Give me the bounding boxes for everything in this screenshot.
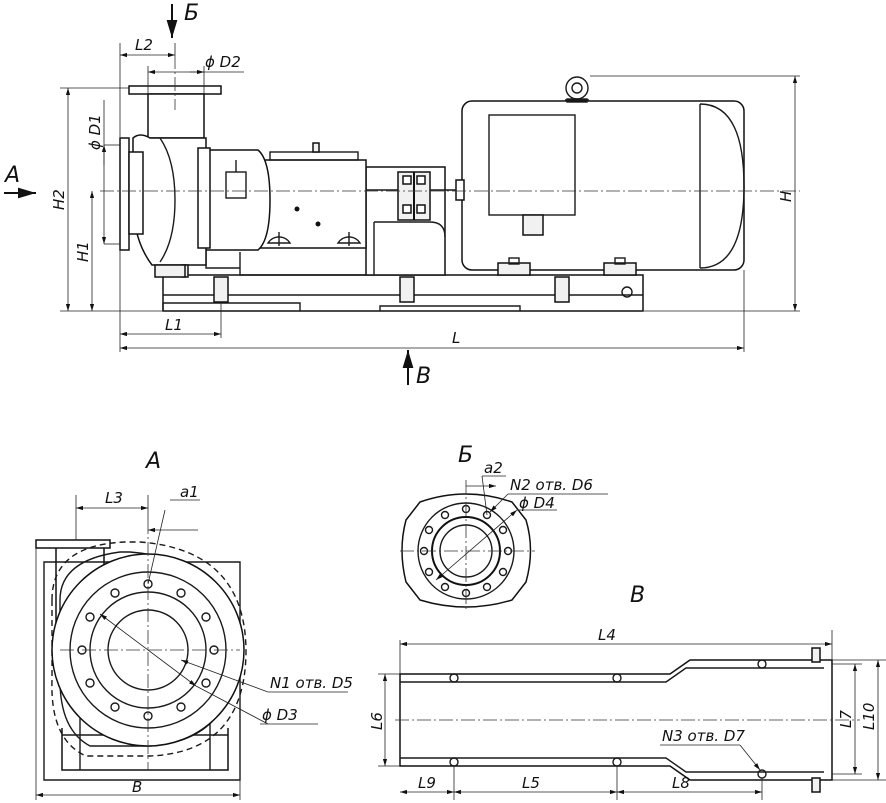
dim-H2: H2 bbox=[50, 189, 68, 210]
view-v: B L4 L6 L7 L10 bbox=[368, 583, 886, 800]
dim-a2: a2 bbox=[484, 459, 503, 477]
view-arrow-B: B bbox=[416, 364, 431, 389]
base-frame bbox=[162, 274, 644, 312]
dim-L6: L6 bbox=[368, 712, 386, 730]
side-view: L2 ϕ D2 Б ϕ D1 A H2 H1 bbox=[3, 1, 800, 389]
view-a-title: A bbox=[144, 449, 161, 474]
dim-L7: L7 bbox=[837, 710, 855, 728]
view-arrow-A: A bbox=[3, 163, 20, 188]
dim-L4: L4 bbox=[598, 626, 616, 644]
dim-D4: ϕ D4 bbox=[519, 494, 555, 512]
view-v-title: B bbox=[630, 583, 645, 608]
dim-L1: L1 bbox=[165, 316, 183, 334]
coupling-guard bbox=[365, 166, 456, 276]
dim-B: B bbox=[132, 778, 142, 796]
dim-N2: N2 отв. D6 bbox=[510, 476, 593, 494]
dim-N3: N3 отв. D7 bbox=[662, 727, 745, 745]
dim-D2: ϕ D2 bbox=[205, 53, 241, 71]
pump-volute bbox=[119, 85, 222, 278]
dim-L8: L8 bbox=[672, 774, 690, 792]
electric-motor bbox=[455, 76, 745, 276]
bearing-housing bbox=[205, 142, 367, 276]
view-b-title: Б bbox=[458, 443, 473, 468]
dim-H: H bbox=[777, 191, 795, 202]
dim-D3: ϕ D3 bbox=[262, 706, 298, 724]
dim-a1: a1 bbox=[180, 483, 199, 501]
dim-L5: L5 bbox=[522, 774, 540, 792]
dim-L2: L2 bbox=[135, 36, 153, 54]
dim-L: L bbox=[452, 329, 460, 347]
dim-L3: L3 bbox=[105, 489, 123, 507]
dim-H1: H1 bbox=[74, 241, 92, 262]
dim-N1: N1 отв. D5 bbox=[270, 674, 353, 692]
side-dimensions: L2 ϕ D2 Б ϕ D1 A H2 H1 bbox=[3, 1, 800, 389]
view-b: Б a2 N2 отв. D6 ϕ D4 bbox=[400, 443, 608, 610]
view-a: A bbox=[35, 449, 353, 800]
dim-L9: L9 bbox=[418, 774, 436, 792]
dim-D1: ϕ D1 bbox=[86, 114, 104, 150]
dim-L10: L10 bbox=[860, 703, 878, 730]
view-arrow-Б: Б bbox=[184, 1, 199, 26]
